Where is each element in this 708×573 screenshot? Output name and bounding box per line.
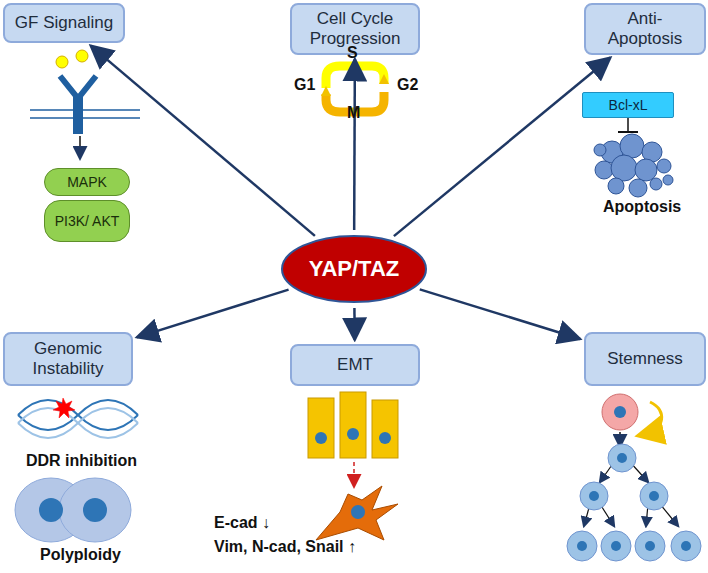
node-text: Cell Cycle Progression xyxy=(298,9,412,49)
label: E-cad ↓ xyxy=(214,514,270,532)
node-text: EMT xyxy=(337,355,373,375)
category-box: Genomic Instability xyxy=(3,332,133,386)
category-box: Anti- Apoptosis xyxy=(584,3,706,55)
node-text: Anti- Apoptosis xyxy=(592,9,698,49)
arrow-connector xyxy=(353,308,356,340)
apoptosis-icon xyxy=(594,112,673,197)
label: Polyploidy xyxy=(40,546,121,564)
pathway-pill: PI3K/ AKT xyxy=(44,200,130,242)
dna-icon xyxy=(18,398,138,438)
protein-box: Bcl-xL xyxy=(582,92,674,118)
node-text: MAPK xyxy=(67,174,107,190)
node-text: YAP/TAZ xyxy=(309,256,399,282)
category-box: Stemness xyxy=(584,332,706,386)
category-box: GF Signaling xyxy=(3,3,125,43)
receptor-icon xyxy=(30,50,140,158)
arrow-connector xyxy=(353,59,356,230)
node-text: Stemness xyxy=(607,349,683,369)
label: Apoptosis xyxy=(603,198,681,216)
arrow-connector xyxy=(394,58,610,237)
node-text: Bcl-xL xyxy=(609,97,648,113)
label: G2 xyxy=(397,76,418,94)
node-text: GF Signaling xyxy=(15,13,113,33)
arrow-connector xyxy=(420,289,580,339)
arrow-connector xyxy=(137,290,289,338)
label: S xyxy=(347,44,358,62)
category-box: EMT xyxy=(290,344,420,386)
label: DDR inhibition xyxy=(26,452,137,470)
label: Vim, N-cad, Snail ↑ xyxy=(214,538,356,556)
node-text: PI3K/ AKT xyxy=(55,213,120,229)
polyploidy-icon xyxy=(15,478,131,542)
node-text: Genomic Instability xyxy=(11,339,125,379)
central-ellipse: YAP/TAZ xyxy=(280,234,428,304)
pathway-pill: MAPK xyxy=(44,168,130,196)
label: M xyxy=(347,104,360,122)
emt-icon xyxy=(308,392,398,540)
label: G1 xyxy=(294,76,315,94)
stemness-icon xyxy=(567,394,701,561)
